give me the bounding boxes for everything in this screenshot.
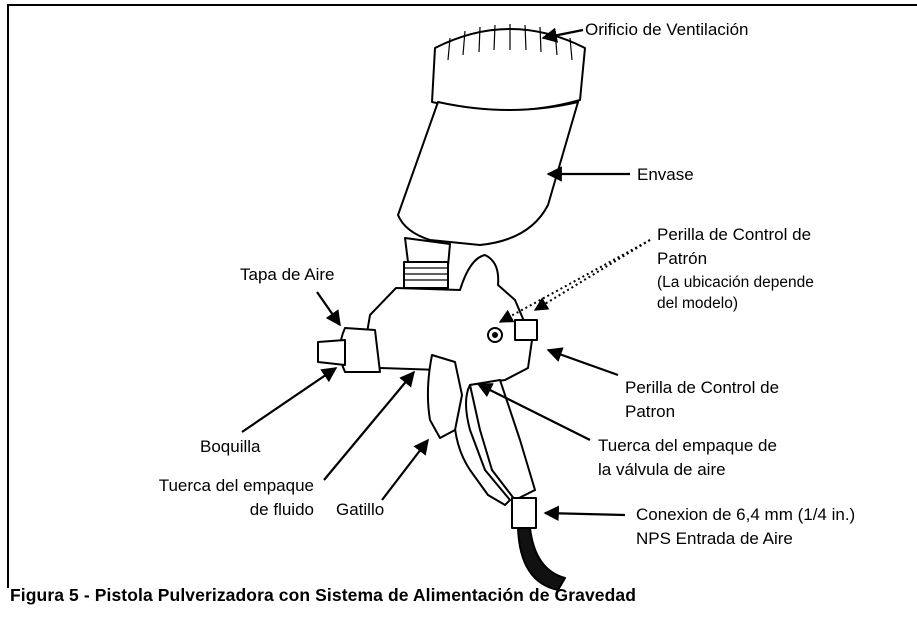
label-pattern-knob-note-line2: del modelo)	[657, 295, 738, 312]
label-fluid-nut-line2: de fluido	[249, 500, 314, 519]
vent-arrow	[541, 27, 584, 43]
lid-ridges	[447, 24, 573, 61]
label-pattern-knob-line2: Patrón	[657, 249, 708, 268]
control-knob-fitting	[514, 319, 538, 341]
air-inlet-fitting	[511, 497, 537, 529]
cup-body	[397, 101, 579, 246]
air-valve-nut-arrow	[476, 383, 591, 441]
trigger-arrow	[381, 438, 429, 501]
label-air-valve-nut-line1: Tuerca del empaque de	[598, 436, 777, 455]
callout-arrows	[241, 27, 630, 522]
nozzle-arrow	[241, 367, 338, 433]
spray-gun-illustration	[317, 24, 586, 591]
label-control-knob-line1: Perilla de Control de	[625, 378, 780, 397]
figure-frame	[7, 4, 917, 588]
connection-arrow	[543, 505, 626, 522]
label-pattern-knob-note-line1: (La ubicación depende	[657, 274, 814, 291]
label-nozzle: Boquilla	[200, 437, 261, 456]
label-fluid-nut-line1: Tuerca del empaque	[158, 476, 314, 495]
nozzle-tip	[317, 339, 346, 366]
gun-trigger	[426, 354, 463, 439]
pattern-knob-dotted-leaders	[498, 239, 651, 323]
label-control-knob-line2: Patron	[625, 402, 676, 421]
label-trigger: Gatillo	[336, 500, 385, 519]
label-vent-hole: Orificio de Ventilación	[585, 20, 749, 39]
gun-handle	[469, 379, 536, 501]
label-air-cap: Tapa de Aire	[240, 265, 335, 284]
figure-caption: Figura 5 - Pistola Pulverizadora con Sis…	[10, 585, 637, 605]
label-pattern-knob-line1: Perilla de Control de	[657, 225, 812, 244]
cup-fitting	[403, 261, 449, 289]
fluid-nut-arrow	[323, 370, 415, 481]
label-connection-line2: NPS Entrada de Aire	[636, 529, 793, 548]
air-cap-arrow	[316, 291, 341, 327]
control-knob-arrow	[546, 347, 619, 377]
label-air-valve-nut-line2: la válvula de aire	[598, 460, 726, 479]
cup-lid	[431, 28, 586, 112]
label-container: Envase	[637, 165, 694, 184]
label-connection-line1: Conexion de 6,4 mm (1/4 in.)	[636, 505, 856, 524]
air-hose	[517, 527, 566, 591]
